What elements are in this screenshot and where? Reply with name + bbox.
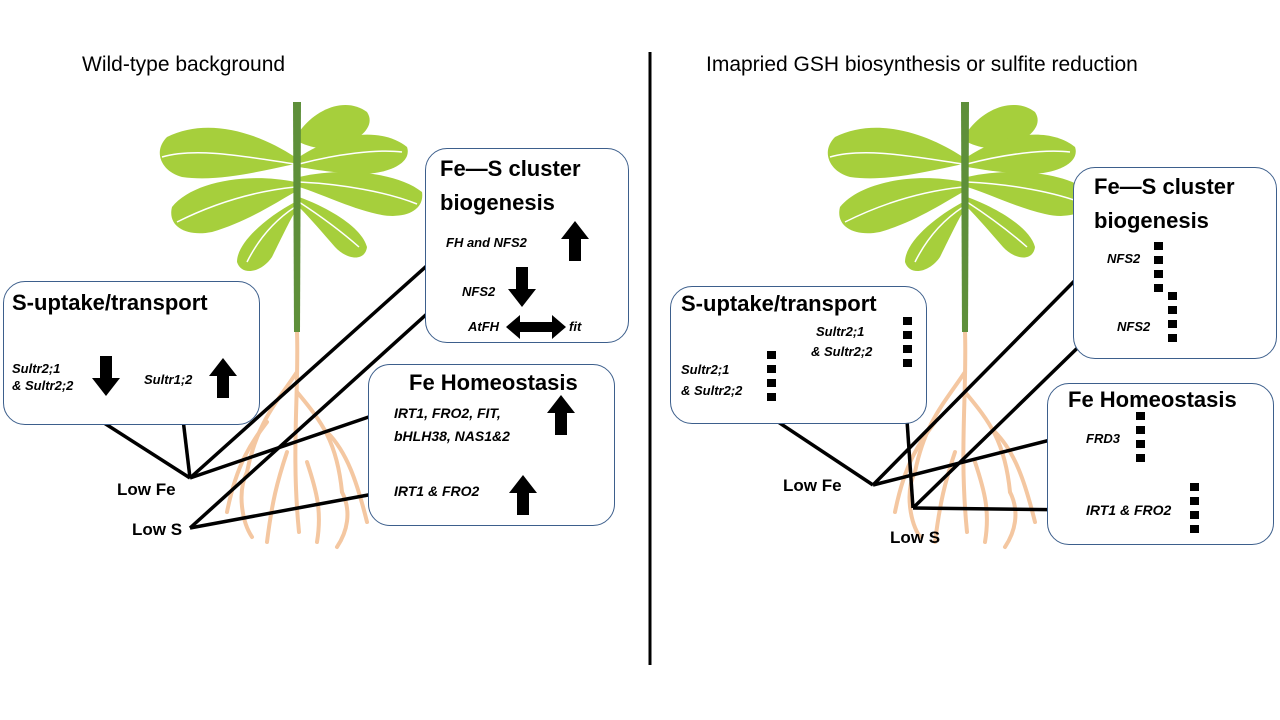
left-sultr21-label: Sultr2;1 (12, 361, 61, 376)
left-signal-arrows (90, 245, 450, 530)
right-fe-homeostasis-box: Fe Homeostasis FRD3 IRT1 & FRO2 (1047, 383, 1274, 545)
left-s-uptake-box: S-uptake/transport Sultr2;1 & Sultr2;2 S… (3, 281, 260, 425)
down-arrow-icon (92, 356, 120, 396)
left-irt1-fit-label: IRT1, FRO2, FIT, (394, 405, 501, 421)
right-s-uptake-heading: S-uptake/transport (681, 291, 877, 316)
right-low-s-label: Low S (890, 528, 941, 547)
left-fh-nfs2-label: FH and NFS2 (446, 235, 527, 250)
up-arrow-icon (509, 475, 537, 515)
left-fit-label: fit (569, 319, 582, 334)
left-low-fe-label: Low Fe (117, 480, 176, 499)
left-s-uptake-heading: S-uptake/transport (12, 290, 208, 315)
down-arrow-icon (508, 267, 536, 307)
left-nfs2-label: NFS2 (462, 284, 496, 299)
right-sultr21-a-label: Sultr2;1 (681, 362, 730, 377)
right-fe-heading: Fe Homeostasis (1068, 387, 1237, 412)
up-arrow-icon (547, 395, 575, 435)
left-sultr22-label: & Sultr2;2 (12, 378, 74, 393)
left-fes-heading-line1: Fe—S cluster (440, 156, 581, 181)
right-s-uptake-box: S-uptake/transport Sultr2;1 & Sultr2;2 S… (670, 286, 927, 424)
dotted-arrow-icon (767, 351, 776, 401)
up-arrow-icon (209, 358, 237, 398)
right-sultr22-a-label: & Sultr2;2 (681, 383, 743, 398)
dotted-arrow-icon (1136, 412, 1145, 462)
left-fes-cluster-box: Fe—S cluster biogenesis FH and NFS2 NFS2… (425, 148, 629, 343)
dotted-arrow-icon (1168, 292, 1177, 342)
dotted-arrow-icon (1154, 242, 1163, 292)
dotted-arrow-icon (903, 317, 912, 367)
right-fes-heading-line1: Fe—S cluster (1094, 174, 1235, 199)
right-frd3-label: FRD3 (1086, 431, 1120, 446)
dotted-arrow-icon (1190, 483, 1199, 533)
right-fes-cluster-box: Fe—S cluster biogenesis NFS2 NFS2 (1073, 167, 1277, 359)
right-irt1-fro2-label: IRT1 & FRO2 (1086, 502, 1172, 518)
left-fes-heading-line2: biogenesis (440, 190, 555, 215)
left-fe-homeostasis-box: Fe Homeostasis IRT1, FRO2, FIT, bHLH38, … (368, 364, 615, 526)
left-fe-heading: Fe Homeostasis (409, 370, 578, 395)
left-low-s-label: Low S (132, 520, 183, 539)
left-atfh-label: AtFH (468, 319, 500, 334)
right-low-fe-label: Low Fe (783, 476, 842, 495)
right-nfs2-a-label: NFS2 (1107, 251, 1141, 266)
up-arrow-icon (561, 221, 589, 261)
right-nfs2-b-label: NFS2 (1117, 319, 1151, 334)
right-panel-title: Imapried GSH biosynthesis or sulfite red… (706, 53, 1138, 76)
right-sultr21-b-label: Sultr2;1 (816, 324, 865, 339)
left-bhlh38-nas-label: bHLH38, NAS1&2 (394, 428, 510, 444)
double-arrow-icon (506, 315, 566, 339)
left-sultr12-label: Sultr1;2 (144, 372, 193, 387)
right-fes-heading-line2: biogenesis (1094, 208, 1209, 233)
right-sultr22-b-label: & Sultr2;2 (811, 344, 873, 359)
left-irt1-fro2-label: IRT1 & FRO2 (394, 483, 480, 499)
left-panel-title: Wild-type background (82, 53, 286, 76)
